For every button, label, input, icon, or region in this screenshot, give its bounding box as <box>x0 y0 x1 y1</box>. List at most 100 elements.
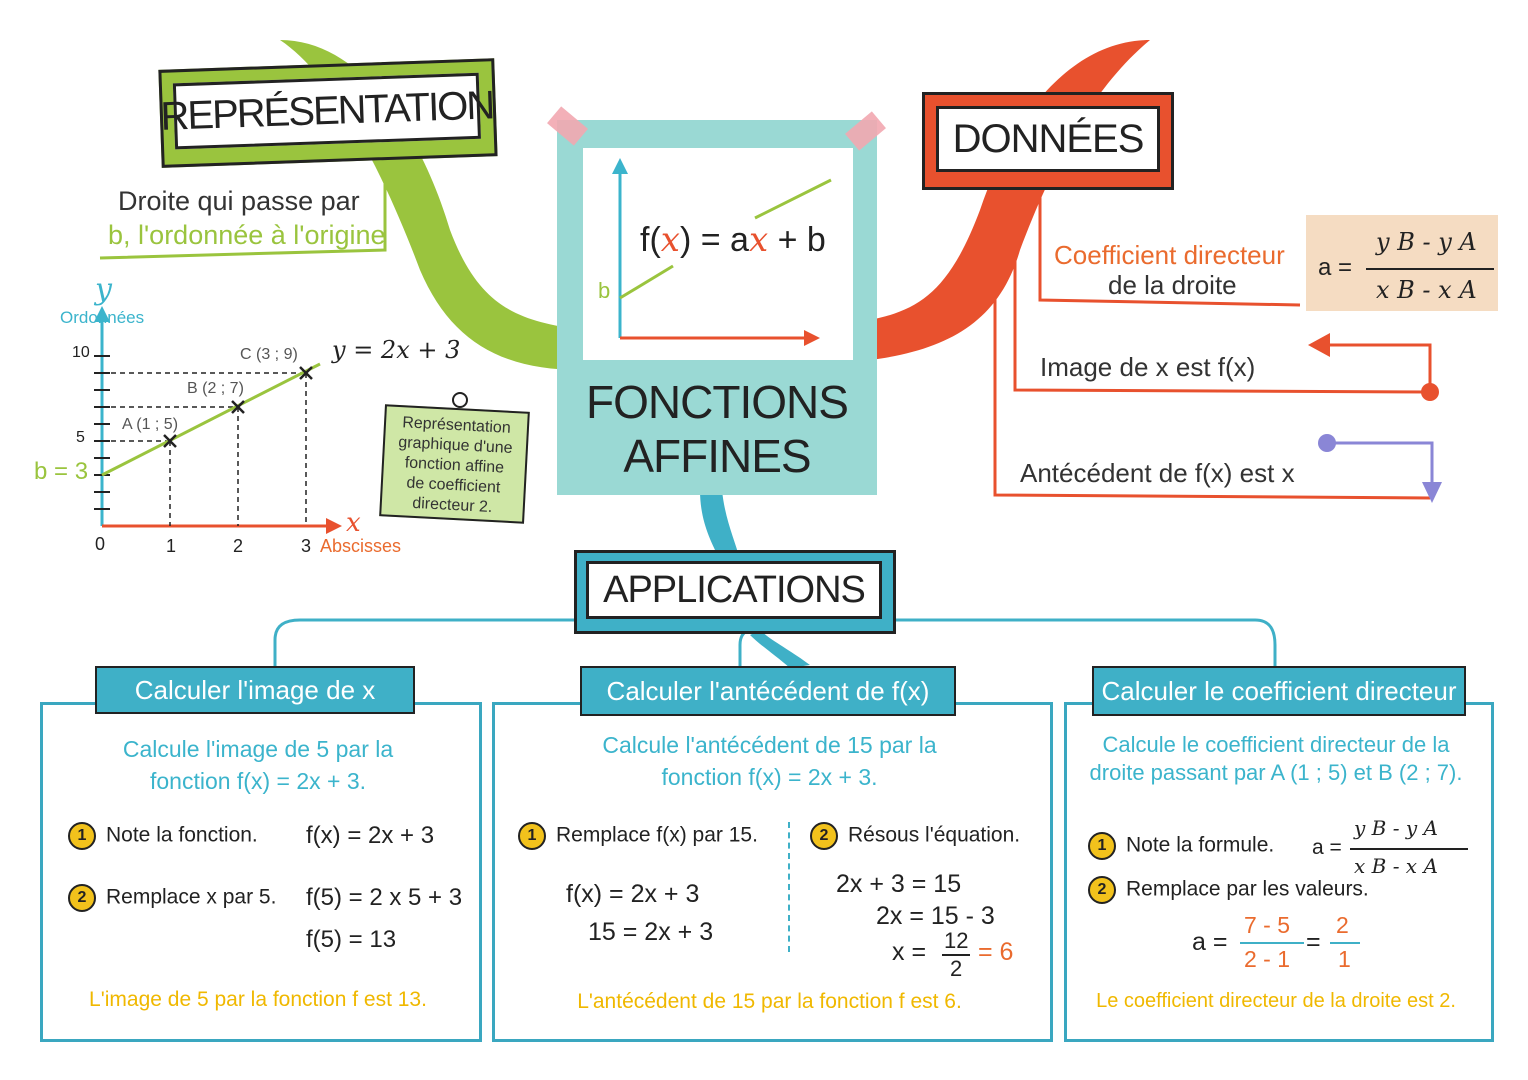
p1-step1-num: 1 <box>68 822 96 850</box>
p3-intro-line2: droite passant par A (1 ; 5) et B (2 ; 7… <box>1089 760 1463 785</box>
graph-xtick-2: 2 <box>233 536 244 556</box>
panel-image-header: Calculer l'image de x <box>95 666 415 714</box>
p2-step2-math3-den: 2 <box>950 956 963 981</box>
coef-line2: de la droite <box>1108 270 1237 300</box>
p3-step1-den-expr: x B - x A <box>1354 854 1438 878</box>
p3-frac2-den: 1 <box>1338 946 1351 972</box>
green-underline <box>99 165 387 260</box>
antecedent-text: Antécédent de f(x) est x <box>1020 458 1295 488</box>
representation-graph <box>94 306 342 534</box>
p2-intro-line2: fonction f(x) = 2x + 3. <box>661 764 878 790</box>
center-graph <box>612 158 832 346</box>
p2-step2-math3-res: = 6 <box>978 938 1014 966</box>
p1-intro-line1: Calcule l'image de 5 par la <box>122 736 394 762</box>
teal-stem-lower <box>750 630 810 668</box>
p1-step2-text: Remplace x par 5. <box>106 885 277 909</box>
p3-step1: 1 Note la formule. <box>1088 832 1274 860</box>
p1-step2-math1: f(5) = 2 x 5 + 3 <box>306 884 463 911</box>
p3-step2-eq: = <box>1306 928 1321 956</box>
p3-step1-num-expr: y B - y A <box>1354 816 1438 840</box>
p3-frac1-num: 7 - 5 <box>1244 912 1291 938</box>
panel-coefficient-header: Calculer le coefficient directeur <box>1092 666 1466 716</box>
coef-formula-bar <box>1366 268 1494 270</box>
p3-step2-num: 2 <box>1088 876 1116 904</box>
p1-step2-num: 2 <box>68 884 96 912</box>
graph-y-label: Ordonnées <box>60 308 145 327</box>
panel-coefficient <box>1064 702 1494 1042</box>
red-branch <box>870 40 1150 360</box>
teal-stem <box>700 490 740 560</box>
graph-x-symbol: x <box>346 508 361 538</box>
donnees-title: DONNÉES <box>936 106 1160 172</box>
p3-step1-text: Note la formule. <box>1126 833 1275 857</box>
p3-step2-a: a = <box>1192 928 1228 956</box>
p3-frac1-den: 2 - 1 <box>1244 946 1291 972</box>
p2-step2-math3-lhs: x = <box>892 938 927 966</box>
graph-ytick-5: 5 <box>76 429 85 446</box>
p3-step1-a: a = <box>1312 836 1342 859</box>
p3-step2-text: Remplace par les valeurs. <box>1126 877 1369 901</box>
p2-step1: 1 Remplace f(x) par 15. <box>518 822 758 850</box>
graph-xtick-1: 1 <box>166 536 177 556</box>
p2-step2-math3-num: 12 <box>944 928 969 953</box>
panel-antecedent <box>492 702 1053 1042</box>
p2-intro-line1: Calcule l'antécédent de 15 par la <box>602 732 937 758</box>
p3-step1-bar <box>1350 848 1468 850</box>
graph-point-c: C (3 ; 9) <box>240 346 298 363</box>
applications-title: APPLICATIONS <box>586 561 882 619</box>
graph-point-b: B (2 ; 7) <box>187 380 244 397</box>
p1-conclusion: L'image de 5 par la fonction f est 13. <box>89 988 427 1011</box>
graph-ytick-10: 10 <box>72 344 90 361</box>
applications-title-wrap: APPLICATIONS <box>574 550 896 634</box>
center-b-label: b <box>598 278 611 303</box>
p2-step1-num: 1 <box>518 822 546 850</box>
coef-formula-a: a = <box>1318 254 1353 281</box>
p3-frac2-num: 2 <box>1336 912 1349 938</box>
representation-desc-line1: Droite qui passe par <box>118 186 360 216</box>
image-arrow <box>1308 333 1330 357</box>
p1-step1-text: Note la fonction. <box>106 823 258 847</box>
p3-intro-line1: Calcule le coefficient directeur de la <box>1102 732 1450 757</box>
panel-antecedent-header: Calculer l'antécédent de f(x) <box>580 666 956 716</box>
coef-line1: Coefficient directeur <box>1054 240 1285 270</box>
center-title-line1: FONCTIONS <box>586 376 849 428</box>
center-title: FONCTIONS AFFINES <box>557 375 877 483</box>
graph-y-symbol: y <box>95 272 112 307</box>
p1-intro-line2: fonction f(x) = 2x + 3. <box>149 768 367 794</box>
coef-formula-box <box>1306 215 1498 311</box>
p3-frac2-bar <box>1330 942 1360 944</box>
representation-title-wrap: REPRÉSENTATION <box>158 58 499 170</box>
p2-step1-math2: 15 = 2x + 3 <box>588 918 714 946</box>
donnees-title-wrap: DONNÉES <box>922 92 1174 190</box>
p2-step1-text: Remplace f(x) par 15. <box>556 823 758 847</box>
graph-b-label: b = 3 <box>34 458 89 485</box>
line-y-2x-3 <box>101 362 321 477</box>
p3-step2: 2 Remplace par les valeurs. <box>1088 876 1369 904</box>
p2-conclusion: L'antécédent de 15 par la fonction f est… <box>577 990 962 1013</box>
graph-origin: 0 <box>95 534 106 554</box>
p1-step2-math2: f(5) = 13 <box>306 926 397 953</box>
center-graph-panel <box>583 148 853 360</box>
panel-image <box>40 702 482 1042</box>
image-text: Image de x est f(x) <box>1040 352 1256 382</box>
p1-step1: 1 Note la fonction. <box>68 822 258 850</box>
center-formula: f(x) = ax + b <box>640 220 826 260</box>
p2-step1-math1: f(x) = 2x + 3 <box>566 880 700 908</box>
p2-step2-math2: 2x = 15 - 3 <box>876 902 995 930</box>
p2-divider <box>788 822 790 952</box>
coef-formula-den: x B - x A <box>1376 276 1477 304</box>
p3-step1-num: 1 <box>1088 832 1116 860</box>
p2-step2-num: 2 <box>810 822 838 850</box>
sticky-note: Représentation graphique d'une fonction … <box>379 404 530 524</box>
p1-step1-math: f(x) = 2x + 3 <box>306 822 435 849</box>
p2-step2-math3-bar <box>942 954 970 956</box>
p3-frac1-bar <box>1240 942 1304 944</box>
coef-formula-num: y B - y A <box>1376 228 1477 256</box>
center-title-line2: AFFINES <box>623 430 811 482</box>
representation-desc-line2: b, l'ordonnée à l'origine <box>108 220 386 250</box>
pin-icon <box>452 392 468 408</box>
graph-point-a: A (1 ; 5) <box>122 416 179 433</box>
p2-step2-math1: 2x + 3 = 15 <box>836 870 962 898</box>
graph-xtick-3: 3 <box>301 536 312 556</box>
